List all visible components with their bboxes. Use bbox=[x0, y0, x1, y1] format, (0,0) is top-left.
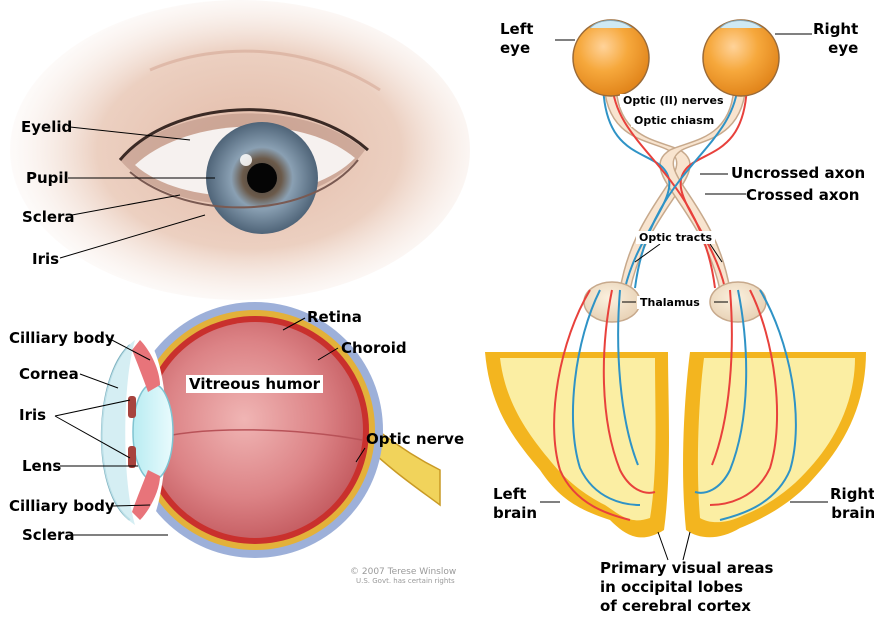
label-thalamus: Thalamus bbox=[637, 296, 703, 309]
label-right-eye: Right eye bbox=[813, 20, 858, 58]
label-right-brain-line2: brain bbox=[830, 504, 874, 523]
label-primary-visual-areas-line1: Primary visual areas bbox=[600, 559, 773, 578]
exterior-eye-illustration bbox=[10, 0, 470, 300]
copyright-credit-line2: U.S. Govt. has certain rights bbox=[356, 577, 455, 585]
label-iris: Iris bbox=[32, 250, 59, 268]
label-cornea: Cornea bbox=[19, 365, 79, 383]
label-right-eye-line1: Right bbox=[813, 20, 858, 39]
label-sclera: Sclera bbox=[22, 208, 75, 226]
label-uncrossed-axon: Uncrossed axon bbox=[731, 164, 865, 182]
label-choroid: Choroid bbox=[341, 339, 407, 357]
label-right-brain: Right brain bbox=[830, 485, 874, 523]
label-sclera-section: Sclera bbox=[22, 526, 75, 544]
label-cilliary-body-top: Cilliary body bbox=[9, 329, 115, 347]
label-optic-nerves: Optic (II) nerves bbox=[620, 94, 727, 107]
label-primary-visual-areas-line3: of cerebral cortex bbox=[600, 597, 773, 616]
label-left-brain: Left brain bbox=[493, 485, 537, 523]
label-primary-visual-areas: Primary visual areas in occipital lobes … bbox=[600, 559, 773, 616]
label-crossed-axon: Crossed axon bbox=[746, 186, 859, 204]
label-left-brain-line2: brain bbox=[493, 504, 537, 523]
label-optic-chiasm: Optic chiasm bbox=[631, 114, 717, 127]
label-lens: Lens bbox=[22, 457, 61, 475]
label-left-eye: Left eye bbox=[500, 20, 533, 58]
label-right-eye-line2: eye bbox=[813, 39, 858, 58]
label-right-brain-line1: Right bbox=[830, 485, 874, 504]
label-eyelid: Eyelid bbox=[21, 118, 72, 136]
label-vitreous-humor: Vitreous humor bbox=[186, 375, 323, 393]
label-primary-visual-areas-line2: in occipital lobes bbox=[600, 578, 773, 597]
label-left-eye-line2: eye bbox=[500, 39, 533, 58]
label-left-brain-line1: Left bbox=[493, 485, 537, 504]
label-pupil: Pupil bbox=[26, 169, 69, 187]
label-cilliary-body-bottom: Cilliary body bbox=[9, 497, 115, 515]
label-optic-tracts: Optic tracts bbox=[636, 231, 715, 244]
copyright-credit-line1: © 2007 Terese Winslow bbox=[350, 567, 456, 577]
label-optic-nerve: Optic nerve bbox=[366, 430, 464, 448]
label-left-eye-line1: Left bbox=[500, 20, 533, 39]
label-iris-section: Iris bbox=[19, 406, 46, 424]
label-retina: Retina bbox=[307, 308, 362, 326]
